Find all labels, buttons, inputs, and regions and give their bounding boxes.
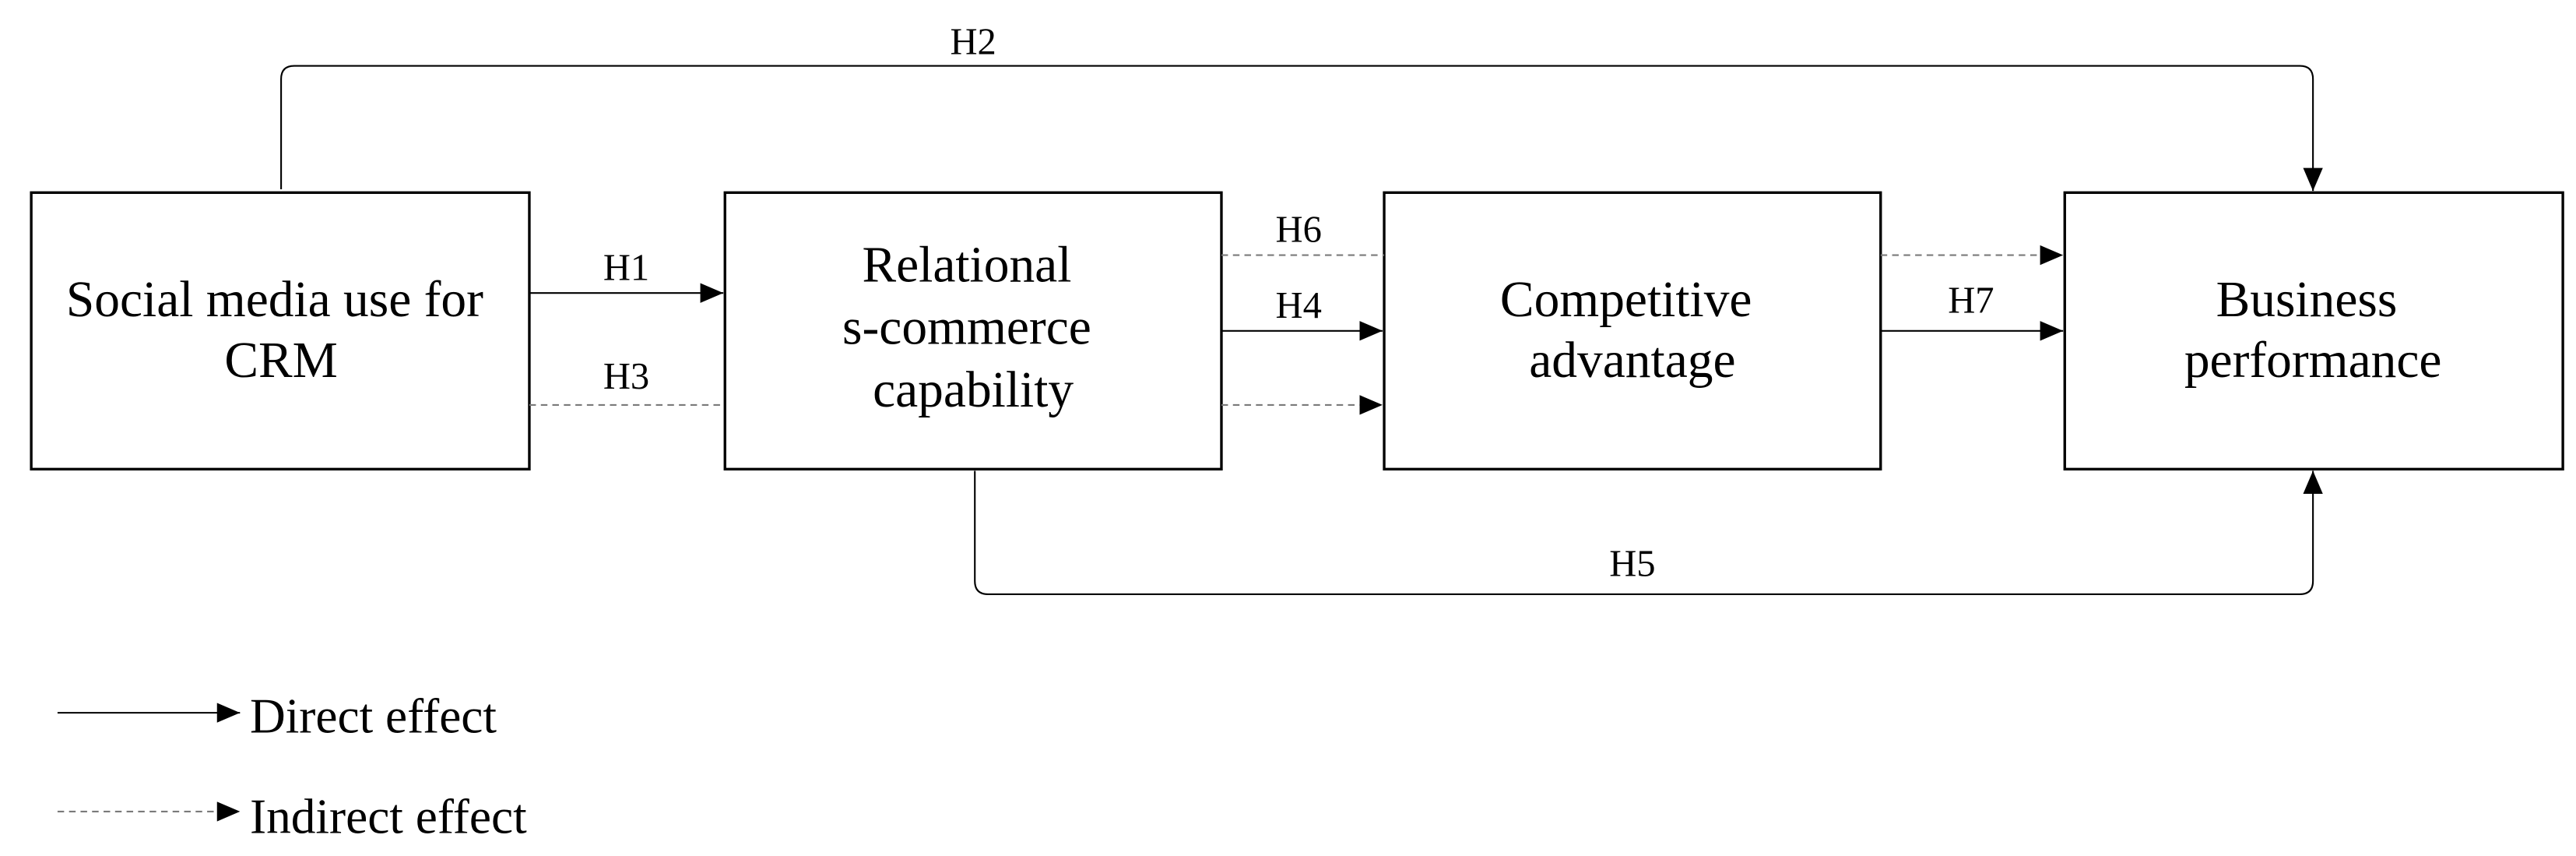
label-h2: H2 [950, 21, 996, 63]
path-h2: H2 [280, 21, 2323, 192]
legend-indirect-effect: Indirect effect [57, 789, 527, 844]
box-social-media-use: Social media use for CRM [30, 191, 531, 471]
box-social-media-line-1: Social media use for [66, 272, 483, 328]
path-h3: H3 [529, 355, 726, 406]
label-h3: H3 [603, 355, 649, 397]
path-h1: H1 [529, 246, 724, 303]
svg-text:Business performance: Business performance [2184, 272, 2442, 389]
svg-text:Social media use for CRM: Social media use for CRM [66, 272, 496, 389]
path-h4: H4 [1221, 284, 1383, 341]
path-h6: H6 [1221, 209, 1385, 256]
box-business-line-2: performance [2184, 333, 2442, 389]
box-competitive-line-2: advantage [1529, 333, 1735, 389]
svg-text:Relational s-commerce: Relational s-commerce capability [842, 237, 1104, 418]
legend-direct-label: Direct effect [250, 689, 497, 743]
legend-indirect-label: Indirect effect [250, 789, 527, 844]
box-relational-line-2: s-commerce [842, 300, 1091, 356]
path-h5: H5 [974, 470, 2323, 596]
box-competitive-line-1: Competitive [1500, 272, 1752, 328]
label-h6: H6 [1276, 209, 1322, 251]
label-h1: H1 [603, 246, 649, 288]
legend-direct-effect: Direct effect [57, 689, 497, 743]
box-business-performance: Business performance [2063, 191, 2564, 471]
box-business-line-1: Business [2216, 272, 2398, 328]
label-h5: H5 [1609, 543, 1655, 585]
path-h7: H7 [1880, 280, 2064, 341]
svg-text:Competitive advantage: Competitive advantage [1500, 272, 1765, 389]
legend: Direct effect Indirect effect [57, 689, 527, 844]
label-h7: H7 [1948, 280, 1994, 322]
box-competitive-advantage: Competitive advantage [1383, 191, 1882, 471]
label-h4: H4 [1276, 284, 1322, 326]
box-social-media-line-2: CRM [224, 333, 337, 389]
box-relational-s-commerce-capability: Relational s-commerce capability [723, 191, 1223, 471]
box-relational-line-1: Relational [862, 237, 1071, 293]
box-relational-line-3: capability [873, 362, 1074, 418]
